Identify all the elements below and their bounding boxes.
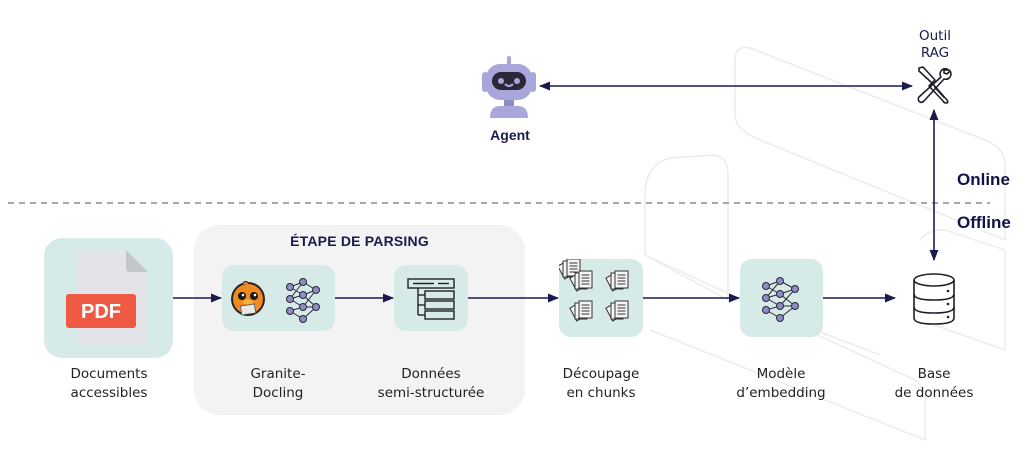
semi-structured-data-node[interactable] [394, 265, 468, 331]
embedding-model-label-line1: Modèle [756, 366, 806, 382]
agent-label: Agent [490, 127, 530, 143]
semi-structured-data-label: Données semi-structurée [360, 365, 502, 403]
embedding-model-node[interactable] [740, 259, 823, 337]
database-label-line2: de données [894, 385, 974, 401]
neural-network-icon [762, 277, 799, 322]
database-node[interactable] [910, 272, 958, 326]
database-label-line1: Base [917, 366, 951, 382]
rag-tool-label-line1: Outil [919, 28, 951, 44]
semi-structured-data-label-line2: semi-structurée [377, 385, 485, 401]
embedding-model-label-line2: d’embedding [736, 385, 826, 401]
tree-structure-icon [407, 278, 455, 320]
agent-node[interactable] [474, 52, 544, 122]
docling-mascot-icon [231, 281, 265, 316]
online-zone-label: Online [957, 170, 1010, 189]
pdf-file-icon: PDF [66, 250, 148, 346]
granite-docling-label-line2: Docling [252, 385, 304, 401]
embedding-model-label: Modèle d’embedding [710, 365, 852, 403]
chunking-label-line2: en chunks [566, 385, 636, 401]
robot-icon [482, 56, 536, 118]
pdf-badge-text: PDF [81, 301, 121, 323]
rag-tool-label: Outil RAG [905, 28, 965, 62]
documents-label-line1: Documents [70, 366, 148, 382]
chunking-label-line1: Découpage [562, 366, 640, 382]
background-hexagon-outline [734, 46, 1006, 242]
granite-docling-label: Granite- Docling [225, 365, 331, 403]
chunking-node[interactable] [557, 258, 643, 337]
tools-wrench-screwdriver-icon [917, 66, 952, 104]
document-stack-icon [557, 258, 629, 323]
granite-docling-node[interactable] [222, 265, 335, 331]
neural-network-icon [286, 278, 320, 323]
documents-node[interactable]: PDF [44, 238, 173, 358]
database-icon [913, 273, 955, 325]
semi-structured-data-label-line1: Données [401, 366, 461, 382]
document-stack-icon-4 [604, 300, 629, 323]
background-hexagon-outline [819, 331, 881, 356]
document-stack-icon-3 [568, 300, 593, 323]
documents-label-line2: accessibles [70, 385, 148, 401]
document-stack-icon-2 [604, 270, 629, 293]
rag-tool-node[interactable] [913, 64, 955, 106]
background-hexagon-outline [644, 154, 729, 302]
rag-tool-label-line2: RAG [920, 45, 950, 61]
documents-label: Documents accessibles [38, 365, 180, 403]
offline-zone-label: Offline [957, 213, 1011, 232]
chunking-label: Découpage en chunks [530, 365, 672, 403]
parsing-stage-title: ÉTAPE DE PARSING [290, 233, 429, 249]
database-label: Base de données [863, 365, 1005, 403]
granite-docling-label-line1: Granite- [250, 366, 306, 382]
granite-docling-icons [231, 278, 320, 323]
